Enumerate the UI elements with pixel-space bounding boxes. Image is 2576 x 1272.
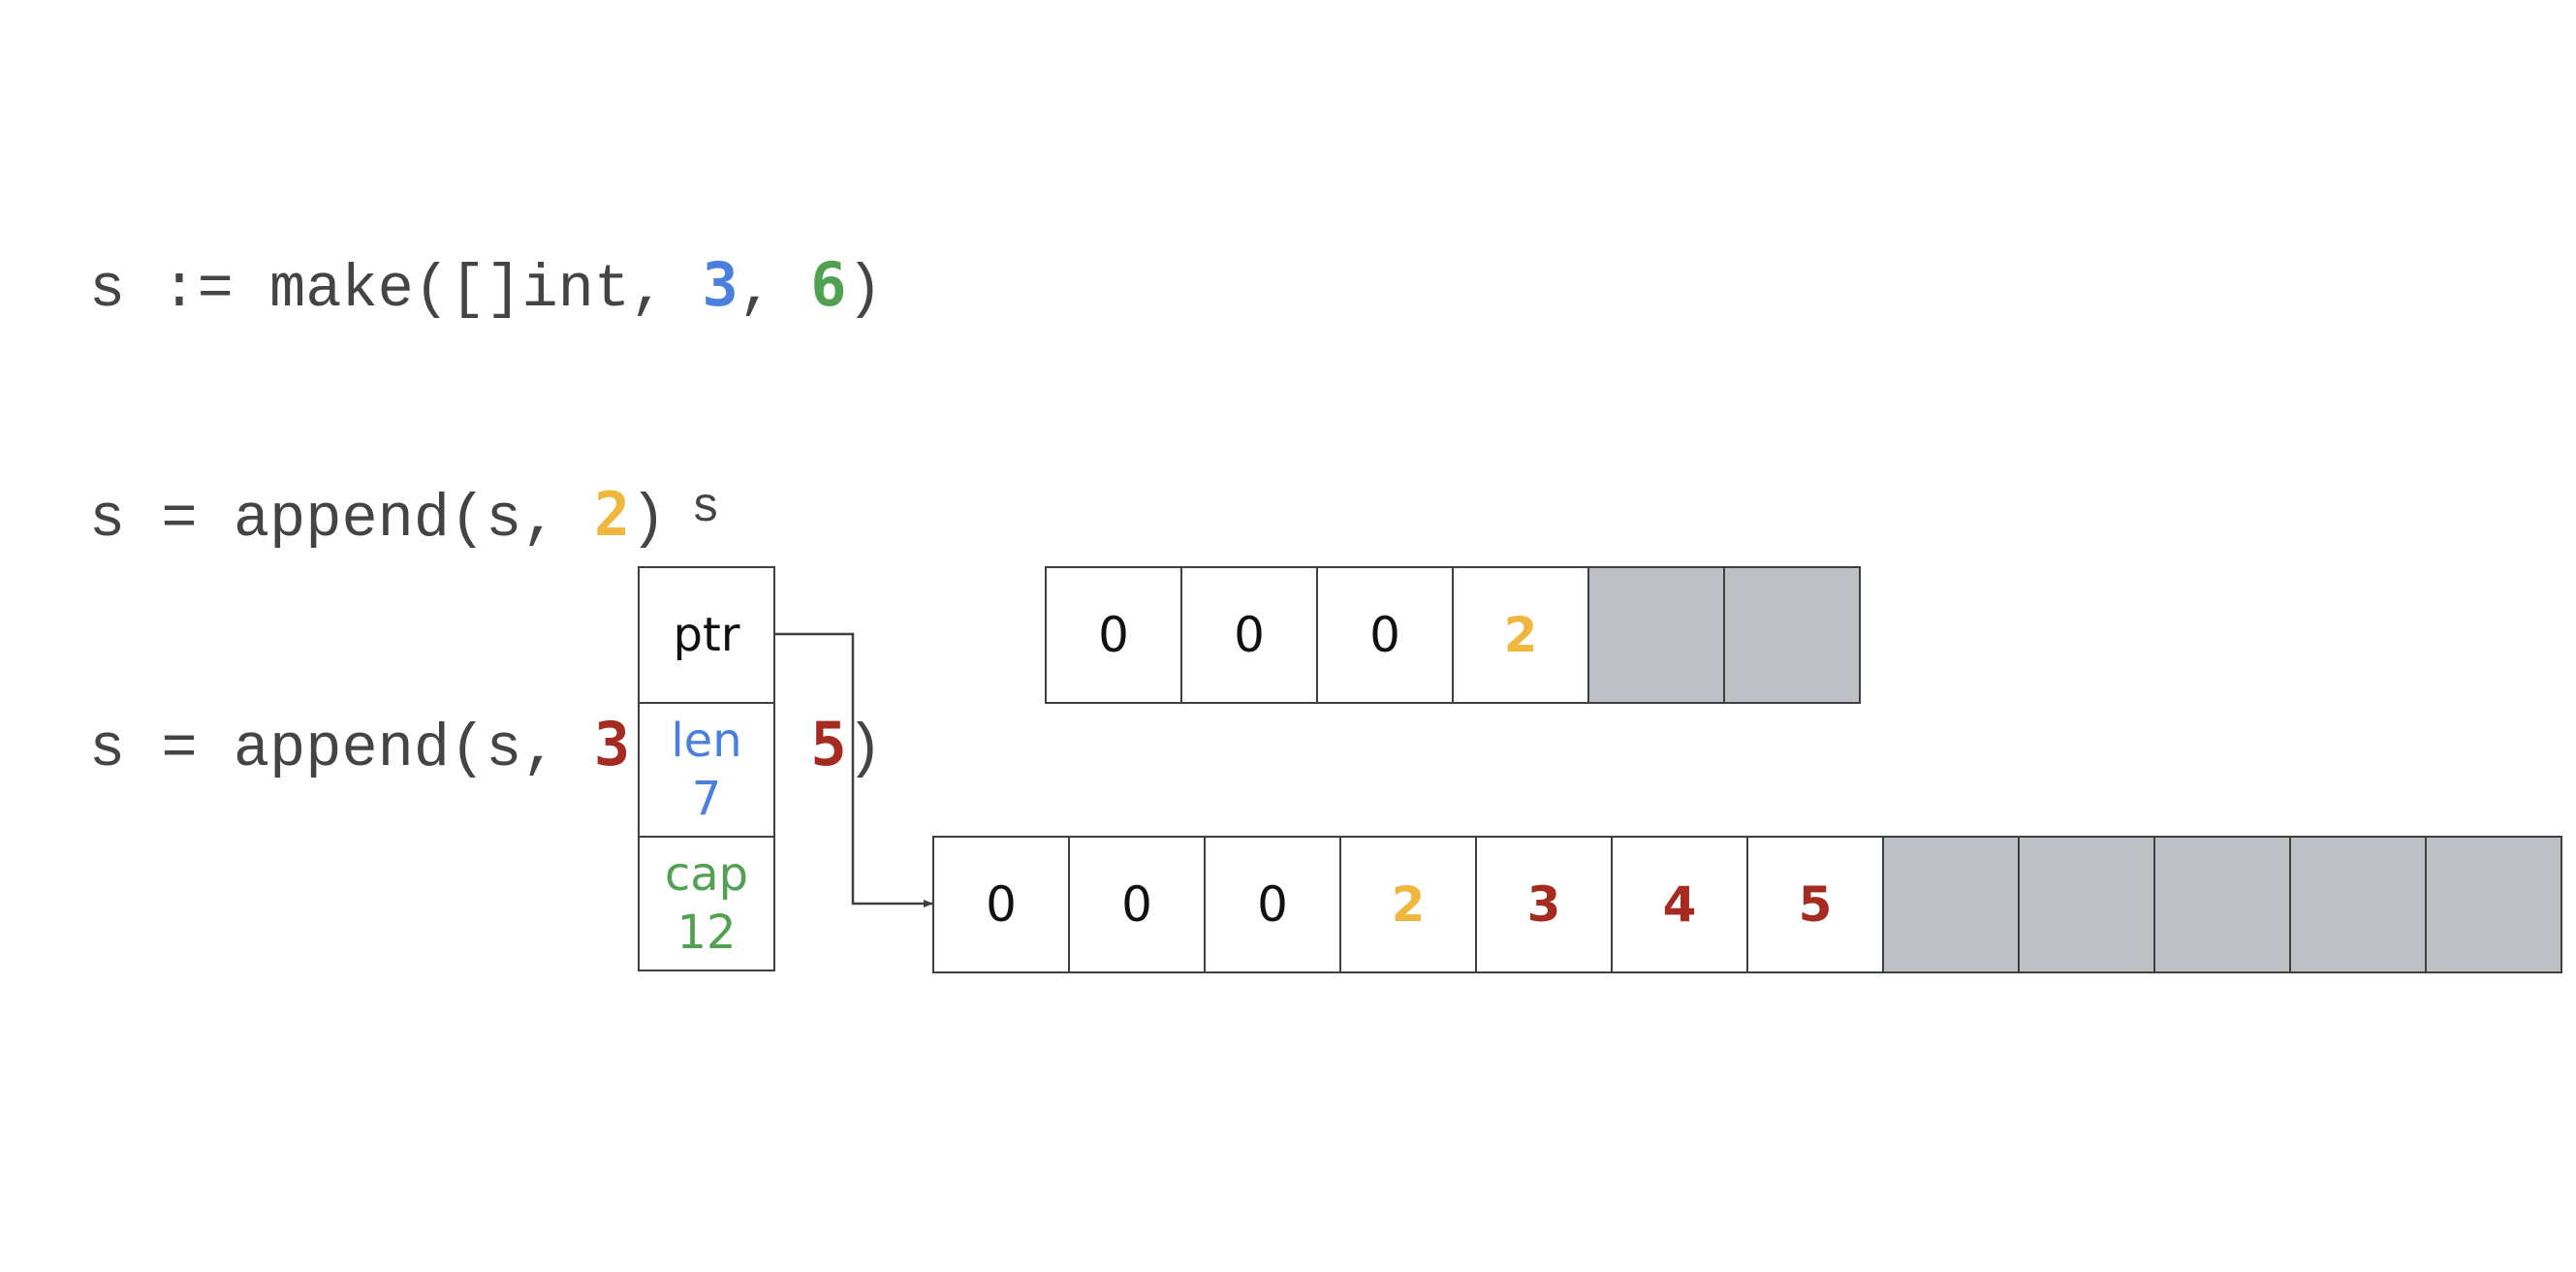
append-value: 5 [810,709,847,779]
cap-value: 12 [676,906,737,960]
old-array-cell-unused [1589,568,1725,702]
cap-field: cap 12 [640,836,773,970]
code-text: s := make([]int, [89,255,703,324]
new-array-cell: 3 [1477,838,1613,971]
code-text: ) [630,485,667,554]
len-value: 7 [691,772,722,826]
code-text: ) [846,255,883,324]
append-value: 2 [593,479,631,550]
old-array-cell: 0 [1182,568,1318,702]
slice-header: ptr len 7 cap 12 [638,566,775,971]
code-text: , [738,255,811,324]
code-line-append-1: s = append(s, 2) [89,476,883,554]
len-literal: 3 [702,249,738,320]
code-text: s = append(s, [89,715,594,783]
new-array-cell-unused [1884,838,2020,971]
new-array-cell-unused [2020,838,2155,971]
pointer-arrow-line [773,632,933,907]
new-array-cell: 5 [1748,838,1884,971]
new-array-cell: 4 [1613,838,1748,971]
code-line-make: s := make([]int, 3, 6) [89,246,883,324]
len-field: len 7 [640,702,773,836]
new-array-cell-unused [2427,838,2562,971]
old-array-cell-unused [1725,568,1861,702]
len-label: len [671,714,742,768]
code-text: s = append(s, [89,485,594,554]
new-array-cell-unused [2155,838,2291,971]
slice-variable-name: s [690,481,720,536]
cap-literal: 6 [810,249,847,320]
new-array-cell: 0 [1206,838,1341,971]
new-array-cell-unused [2291,838,2427,971]
new-array-cell: 2 [1341,838,1477,971]
new-array-cell: 0 [1070,838,1206,971]
ptr-field: ptr [640,568,773,702]
new-array-cell: 0 [934,838,1070,971]
ptr-label: ptr [673,608,740,662]
cap-label: cap [664,847,749,902]
old-array-cell: 0 [1318,568,1454,702]
old-array-cell: 2 [1454,568,1589,702]
old-array-cell: 0 [1047,568,1182,702]
append-value: 3 [593,709,631,779]
